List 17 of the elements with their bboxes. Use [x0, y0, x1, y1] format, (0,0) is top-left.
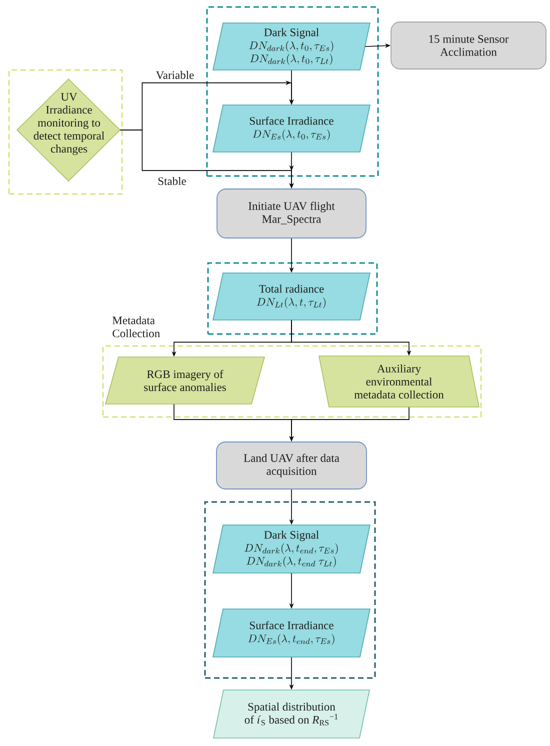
data-parallelogram: Dark Signal $DN_{dark}(\lambda, t_{end}, \tau_{Es})$ $DN_{dark}(\lambda, t_{end}\ \tau_{Lt})$	[212, 524, 370, 574]
process-box: Land UAV after data acquisition	[216, 442, 367, 490]
dashed-group-frame	[204, 501, 376, 679]
data-parallelogram: Total radiance $DN_{Lt}(\lambda, t, \tau_{Lt})$	[212, 272, 370, 320]
dashed-group-frame	[207, 262, 378, 335]
data-parallelogram: Surface Irradiance $DN_{Es}(\lambda, t_0, \tau_{Es})$	[212, 104, 370, 152]
process-box: Initiate UAV flight Mar_Spectra	[216, 188, 366, 238]
node-label: Metadata Collection	[112, 316, 160, 338]
data-parallelogram: Spatial distribution of í$_{S}$ based on R$_{RS}$−1	[213, 690, 370, 738]
data-parallelogram: Dark Signal $DN_{dark}(\lambda, t_0, \tau_{Es})$ $DN_{dark}(\lambda, t_0, \tau_{Lt})$	[212, 22, 370, 70]
data-parallelogram: Surface Irradiance $DN_{Es}(\lambda, t_{end}, \tau_{Es})$	[212, 608, 370, 658]
edge-label: Stable	[156, 176, 188, 186]
edge-label: Variable	[154, 70, 196, 80]
data-parallelogram: Auxiliary environmental metadata collection	[318, 356, 480, 408]
dashed-group-frame	[8, 69, 123, 195]
dashed-group-frame	[206, 6, 379, 177]
process-box: 15 minute Sensor Acclimation	[390, 22, 546, 70]
